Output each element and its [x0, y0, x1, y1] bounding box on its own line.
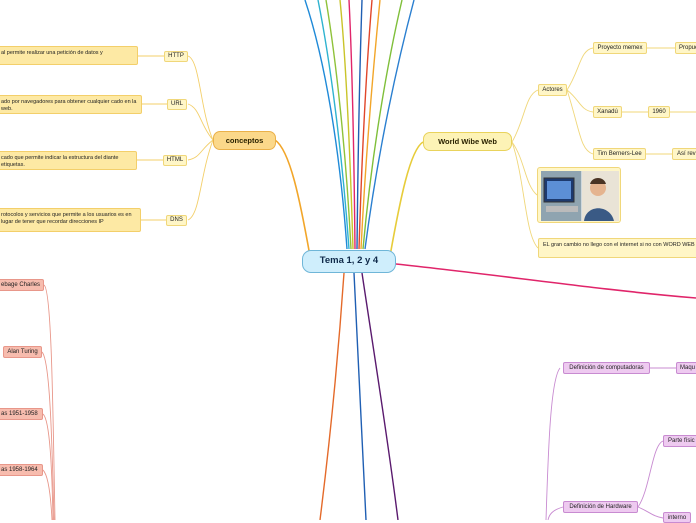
central-topic[interactable]: Tema 1, 2 y 4	[302, 250, 396, 273]
branch-line-red	[358, 0, 373, 250]
www-year-1960[interactable]: 1960	[648, 106, 670, 118]
branch-line-conceptos	[274, 139, 311, 257]
concept-term-url[interactable]: URL	[167, 99, 187, 110]
branch-line-olive	[339, 0, 354, 250]
branch-line-sky	[364, 0, 415, 250]
www-actores[interactable]: Actores	[538, 84, 567, 96]
www-note[interactable]: EL gran cambio no llego con el internet …	[538, 238, 696, 258]
person-photo-image	[541, 171, 619, 221]
www-asi-rev[interactable]: Así rev	[672, 148, 696, 160]
def-hardware[interactable]: Definición de Hardware	[563, 501, 638, 513]
branch-line-www	[389, 141, 424, 257]
history-item-1958-1964[interactable]: as 1958-1964	[0, 464, 43, 476]
www-tim-berners-lee[interactable]: Tim Berners-Lee	[593, 148, 646, 160]
branch-line-blue-down	[353, 272, 367, 520]
branch-line-orange	[360, 0, 381, 250]
branch-line-pink	[348, 0, 356, 250]
parte-fisica[interactable]: Parte físic	[663, 435, 696, 447]
person-photo-icon[interactable]	[537, 167, 621, 223]
interno[interactable]: interno	[663, 512, 691, 523]
concept-term-html[interactable]: HTML	[163, 155, 187, 166]
branch-line-blue-1	[304, 0, 348, 250]
www-propuesta[interactable]: Propue	[675, 42, 696, 54]
concept-definition-html[interactable]: cado que permite indicar la estructura d…	[0, 151, 137, 170]
branch-line-green	[325, 0, 352, 250]
concept-term-http[interactable]: HTTP	[164, 51, 188, 62]
history-item-charles-babbage[interactable]: ebage Charles	[0, 279, 44, 291]
branch-line-magenta	[395, 263, 696, 299]
branch-line-cyan	[317, 0, 350, 250]
www-proyecto-memex[interactable]: Proyecto memex	[593, 42, 647, 54]
branch-line-purple-down	[361, 272, 399, 520]
concept-term-dns[interactable]: DNS	[166, 215, 187, 226]
concept-definition-dns[interactable]: rotocolos y servicios que permite a los …	[0, 208, 141, 232]
def-computadoras[interactable]: Definición de computadoras	[563, 362, 650, 374]
history-item-alan-turing[interactable]: Alan Turing	[3, 346, 42, 358]
conceptos-node[interactable]: conceptos	[213, 131, 276, 150]
concept-definition-url[interactable]: ado por navegadores para obtener cualqui…	[0, 95, 142, 114]
maquina[interactable]: Maqu	[676, 362, 696, 374]
www-xanadu[interactable]: Xanadú	[593, 106, 622, 118]
branch-line-lime	[362, 0, 403, 250]
history-item-1951-1958[interactable]: as 1951-1958	[0, 408, 43, 420]
branch-line-navy	[356, 0, 363, 250]
www-node[interactable]: World Wibe Web	[423, 132, 512, 151]
branch-line-salmon-down	[319, 272, 345, 520]
concept-definition-http[interactable]: al permite realizar una petición de dato…	[0, 46, 138, 65]
